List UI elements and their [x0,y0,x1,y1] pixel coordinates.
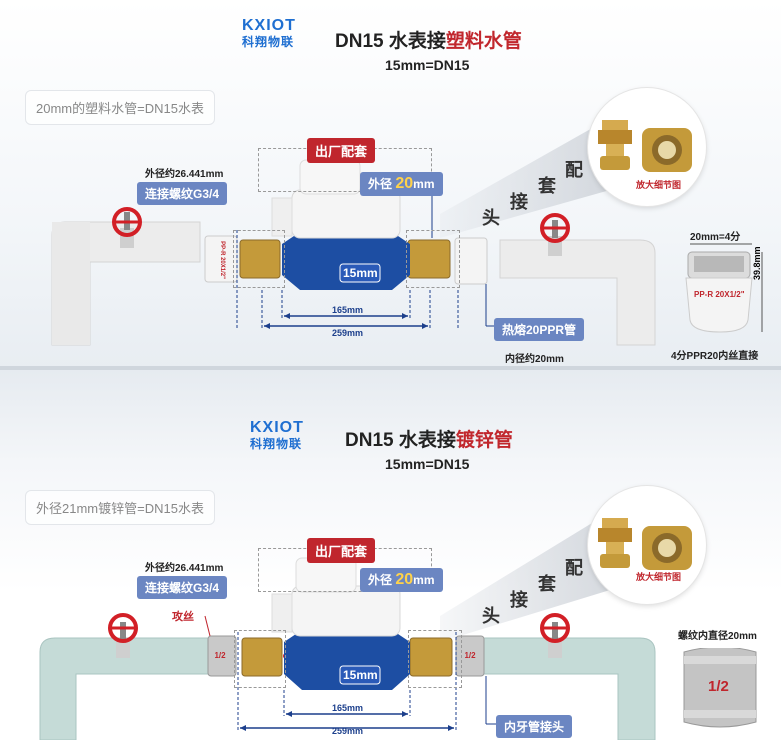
zoom-detail-circle [588,88,706,206]
pipe-diagram: 1/2 1/2 [39,557,656,740]
outer-diameter-note: 外径约26.441mm [145,169,224,180]
page-title: DN15 水表接镀锌管 [345,430,513,451]
beam-char-2: 套 [538,574,556,594]
side-fitting-print: PP-R 20X1/2" [694,290,745,299]
dim-outer: 259mm [332,328,364,338]
water-meter [271,159,410,290]
left-brass-coupling [239,239,281,279]
page-subtitle: 15mm=DN15 [385,456,470,472]
svg-text:1/2: 1/2 [464,651,476,660]
meter-size: 15mm [343,668,378,682]
right-thread-box [406,230,460,288]
beam-char-3: 接 [510,590,528,610]
thread-label: 连接螺纹G3/4 [137,576,228,599]
beam-char-1: 配 [565,558,583,578]
beam-char-4: 头 [482,208,500,228]
dim-outer: 259mm [332,726,364,736]
inner-diameter-note: 内径约20mm [505,354,564,365]
svg-text:1/2: 1/2 [214,651,226,660]
brand-logo: KXIOT 科翔物联 [250,419,304,451]
side-caption: 4分PPR20内丝直接 [671,351,759,362]
side-top-label: 螺纹内直径20mm [678,631,757,642]
right-galv-coupling [455,635,485,677]
water-meter [271,557,410,690]
svg-text:PP-R 20X1/2": PP-R 20X1/2" [219,241,225,279]
side-fitting-print: 1/2 [708,678,729,695]
fitting-label: 热熔20PPR管 [494,318,585,341]
side-top-label: 20mm=4分 [690,232,741,243]
pipe-diagram: PP-R 20X1/2" [51,159,656,346]
brand-logo: KXIOT 科翔物联 [242,17,296,49]
left-galv-coupling [207,635,237,677]
zoom-caption: 放大细节图 [636,572,682,582]
note-box: 外径21mm镀锌管=DN15水表 [25,490,215,525]
meter-size: 15mm [343,266,378,280]
beam-char-1: 配 [565,160,583,180]
factory-label: 出厂配套 [307,138,376,163]
left-thread-box [233,230,285,288]
page-title: DN15 水表接塑料水管 [335,31,522,52]
beam-char-4: 头 [482,606,500,626]
brass-fittings-icon [598,120,692,172]
beam-char-3: 接 [510,192,528,212]
side-height-label: 39.8mm [752,246,762,280]
left-valve [112,207,142,248]
ppr-fitting-icon [685,243,763,333]
fitting-label: 内牙管接头 [496,715,573,738]
tap-label: 攻丝 [172,611,194,623]
dim-inner: 165mm [332,305,364,315]
left-thread-box [234,630,286,688]
thread-label: 连接螺纹G3/4 [137,182,228,205]
left-ppr-fitting [204,235,238,283]
note-box: 20mm的塑料水管=DN15水表 [25,90,215,125]
panel-galvanized-pipe: KXIOT 科翔物联 DN15 水表接镀锌管 15mm=DN15 外径21mm镀… [0,370,781,740]
zoom-caption: 放大细节图 [636,180,682,190]
zoom-detail-circle [588,486,706,604]
galvanized-fitting-icon [683,648,757,728]
outer-label: 外径 20mm [360,172,443,196]
right-valve [540,213,570,256]
brass-fittings-icon [598,518,692,570]
dim-inner: 165mm [332,703,364,713]
left-valve [108,613,138,658]
panel-plastic-pipe: KXIOT 科翔物联 DN15 水表接塑料水管 15mm=DN15 20mm的塑… [0,0,781,370]
outer-label: 外径 20mm [360,568,443,592]
right-ppr-fitting [454,237,488,285]
beam-char-2: 套 [538,176,556,196]
right-valve [540,613,570,658]
right-thread-box [408,630,462,688]
page-subtitle: 15mm=DN15 [385,57,470,73]
outer-diameter-note: 外径约26.441mm [145,563,224,574]
factory-label: 出厂配套 [307,538,376,563]
